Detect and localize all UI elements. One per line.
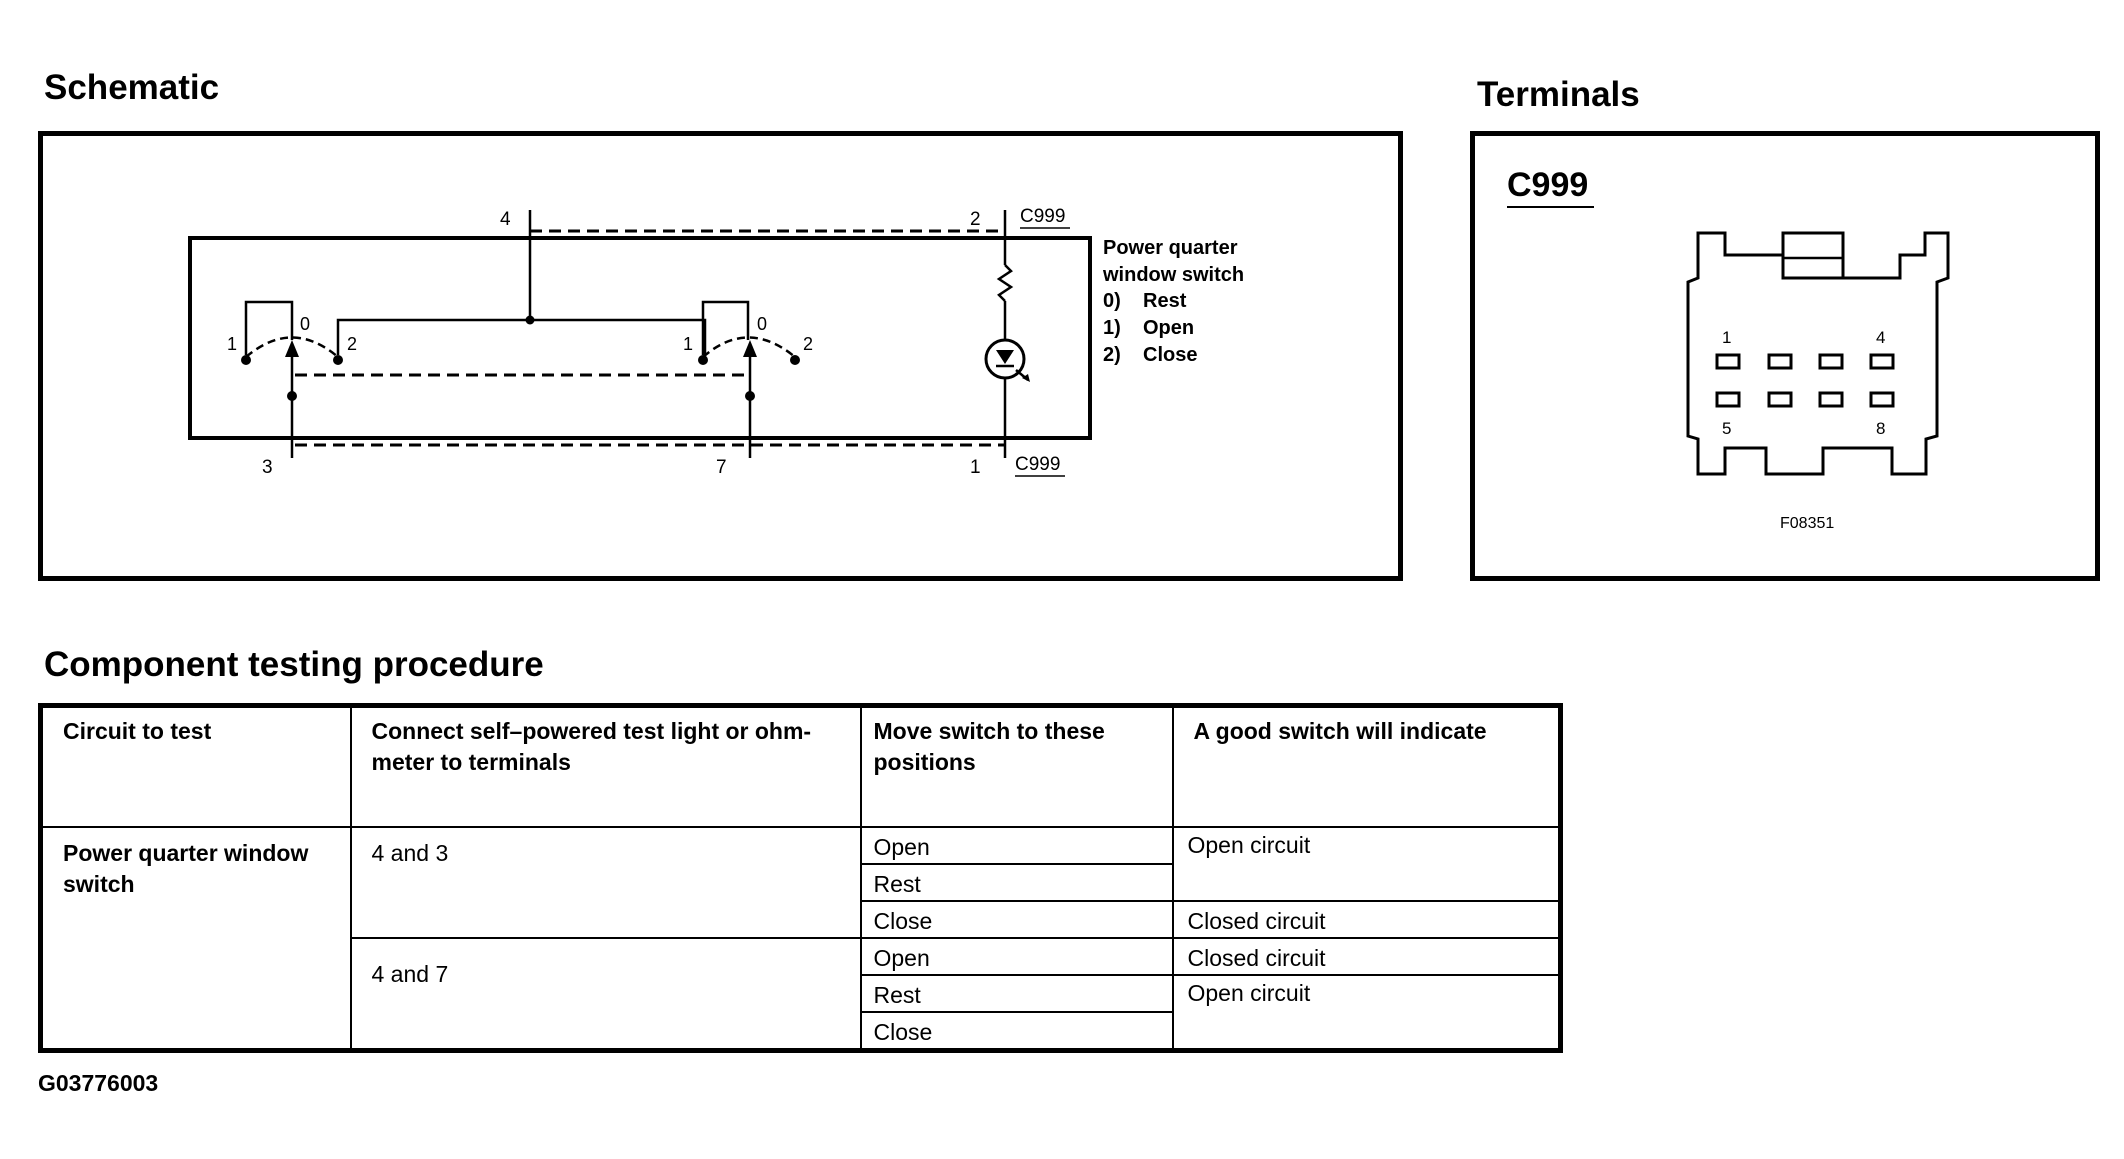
pin-3-label: 3 xyxy=(262,457,273,478)
table-row: Rest xyxy=(41,863,1561,902)
position-cell: Open xyxy=(859,937,1174,976)
terminals-panel xyxy=(1470,131,2100,581)
position-cell: Open xyxy=(859,826,1174,865)
table-row: 4 and 7 Open Closed circuit xyxy=(41,937,1562,1052)
terminals-cell-2: 4 and 7 xyxy=(349,937,862,1052)
position-cell: Close xyxy=(859,900,1174,939)
pin-2-label: 2 xyxy=(970,209,981,230)
legend-item-2-num: 2) xyxy=(1103,344,1121,366)
indication-cell: Closed circuit xyxy=(1171,900,1562,939)
pin-7-label: 7 xyxy=(716,457,727,478)
legend-item-0-num: 0) xyxy=(1103,290,1121,312)
external-wiring xyxy=(295,229,1005,447)
indication-cell: Open circuit xyxy=(1171,826,1562,902)
table-header-row: Circuit to test Connect self–powered tes… xyxy=(39,704,1562,828)
right-switch-pos0: 0 xyxy=(757,314,767,334)
right-switch-pos1: 1 xyxy=(683,334,693,354)
left-switch-pos0: 0 xyxy=(300,314,310,334)
header-connect: Connect self–powered test light or ohm-m… xyxy=(349,704,862,828)
legend-title-2: window switch xyxy=(1102,264,1244,286)
circuit-cell: Power quarter window switch xyxy=(39,826,352,1052)
table-row: Power quarter window switch 4 and 3 Open… xyxy=(39,826,1562,1052)
connector-bottom-label: C999 xyxy=(1015,454,1060,475)
legend-title-1: Power quarter xyxy=(1103,237,1238,259)
table-row: Close xyxy=(41,1011,1561,1052)
switch-housing xyxy=(188,236,1092,440)
right-switch-pos2: 2 xyxy=(803,334,813,354)
legend-item-0-text: Rest xyxy=(1143,290,1187,312)
pin-1-label: 1 xyxy=(970,457,981,478)
legend-item-2-text: Close xyxy=(1143,344,1197,366)
table-row: Close Closed circuit xyxy=(41,900,1562,939)
position-cell: Rest xyxy=(859,974,1174,1013)
header-positions: Move switch to these positions xyxy=(859,704,1174,828)
procedure-heading: Component testing procedure xyxy=(44,645,544,684)
header-circuit: Circuit to test xyxy=(39,704,352,828)
terminal-pin-4: 4 xyxy=(1876,328,1885,347)
figure-id: G03776003 xyxy=(38,1070,159,1096)
schematic-panel xyxy=(38,131,1403,581)
pin-cavities xyxy=(1715,353,1895,408)
connector-top-label: C999 xyxy=(1020,206,1065,227)
connector-latch xyxy=(1781,231,1845,280)
procedure-table: Circuit to test Connect self–powered tes… xyxy=(38,703,1563,1053)
legend-item-1-num: 1) xyxy=(1103,317,1121,339)
position-cell: Close xyxy=(859,1011,1174,1052)
pin-4-label: 4 xyxy=(500,209,511,230)
header-indication: A good switch will indicate xyxy=(1171,704,1562,828)
junction-dots xyxy=(241,315,800,401)
schematic-heading: Schematic xyxy=(44,68,220,107)
terminals-heading: Terminals xyxy=(1477,75,1640,114)
indication-cell: Closed circuit xyxy=(1171,937,1562,976)
terminal-pin-1: 1 xyxy=(1722,328,1731,347)
terminal-figure-code: F08351 xyxy=(1780,515,1834,532)
position-cell: Rest xyxy=(859,863,1174,902)
left-switch-pos2: 2 xyxy=(347,334,357,354)
terminal-pin-8: 8 xyxy=(1876,419,1885,438)
indicator-lamp-icon xyxy=(984,338,1030,382)
terminal-connector-label: C999 xyxy=(1507,166,1588,204)
indication-cell: Open circuit xyxy=(1171,974,1562,1052)
terminals-cell-1: 4 and 3 xyxy=(349,826,862,939)
terminal-pin-5: 5 xyxy=(1722,419,1731,438)
legend-item-1-text: Open xyxy=(1143,317,1194,339)
table-row: Rest Open circuit xyxy=(41,974,1562,1052)
left-switch-pos1: 1 xyxy=(227,334,237,354)
